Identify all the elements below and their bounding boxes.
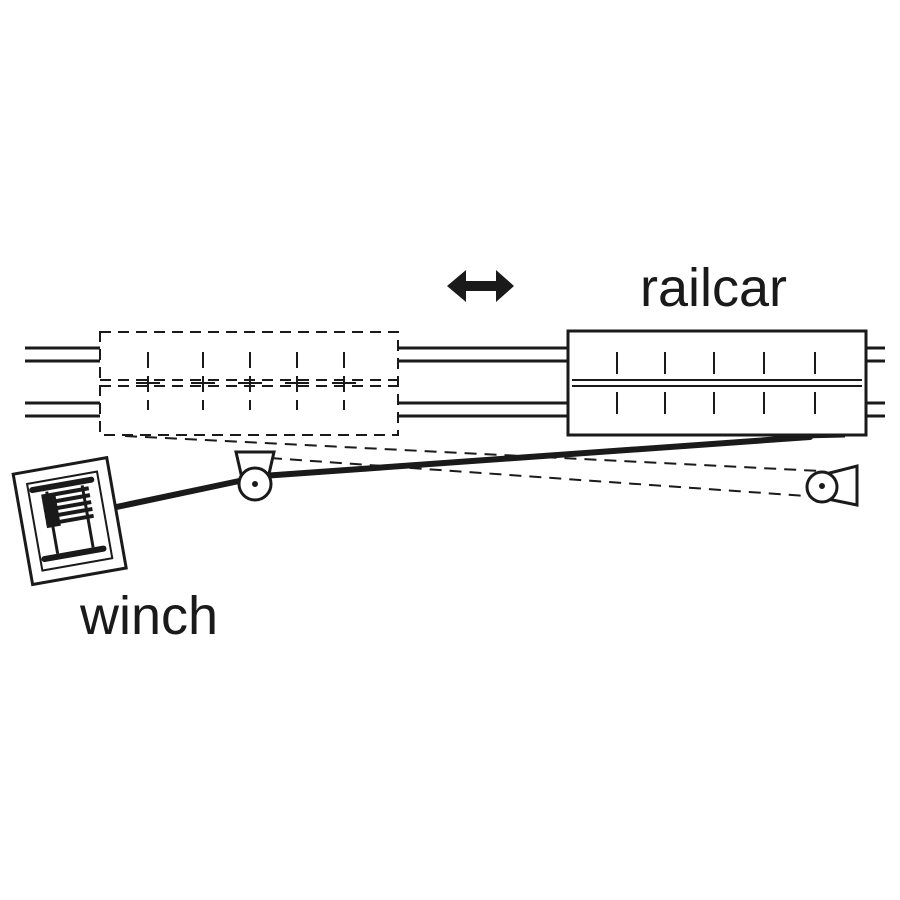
- cable-attachment: [799, 434, 846, 439]
- railcar: [566, 329, 868, 437]
- cable-previous-path: [124, 435, 821, 498]
- double-arrow-icon: [447, 270, 514, 302]
- winch-drum-icon: [29, 476, 107, 563]
- cable: [85, 434, 813, 516]
- pulley-icon: [234, 450, 276, 502]
- winch: [11, 455, 128, 587]
- winch-label: winch: [79, 586, 218, 646]
- pulley-icon: [805, 464, 859, 507]
- railcar-label: railcar: [640, 258, 787, 318]
- railcar-previous-position: [99, 331, 399, 436]
